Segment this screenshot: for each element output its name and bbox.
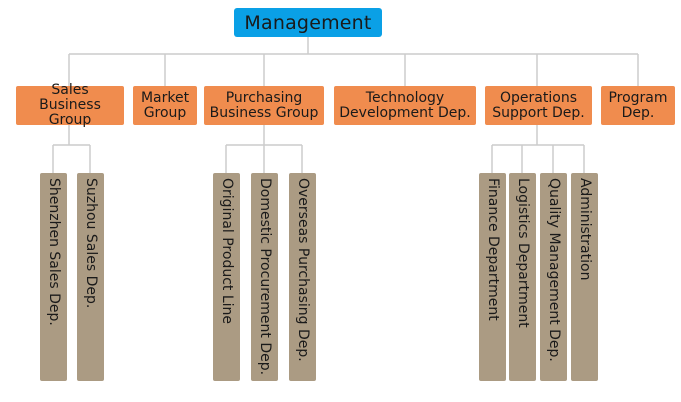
group-operations-support: Operations Support Dep. xyxy=(485,86,592,125)
group-label: Purchasing Business Group xyxy=(209,89,319,121)
dept-label: Administration xyxy=(577,178,593,281)
dept-label: Domestic Procurement Dep. xyxy=(257,178,273,376)
dept-administration: Administration xyxy=(571,173,598,381)
dept-finance: Finance Department xyxy=(479,173,506,381)
dept-shenzhen-sales: Shenzhen Sales Dep. xyxy=(40,173,67,381)
group-purchasing-business: Purchasing Business Group xyxy=(204,86,324,125)
group-technology-development: Technology Development Dep. xyxy=(334,86,476,125)
group-label: Technology Development Dep. xyxy=(339,89,471,121)
group-label: Program Dep. xyxy=(608,89,668,121)
group-label: Sales Business Group xyxy=(39,82,101,128)
dept-domestic-procurement: Domestic Procurement Dep. xyxy=(251,173,278,381)
group-program: Program Dep. xyxy=(601,86,675,125)
dept-original-product-line: Original Product Line xyxy=(213,173,240,381)
dept-label: Shenzhen Sales Dep. xyxy=(46,178,62,326)
dept-label: Original Product Line xyxy=(219,178,235,325)
dept-logistics: Logistics Department xyxy=(509,173,536,381)
group-sales-business: Sales Business Group xyxy=(16,82,124,128)
dept-overseas-purchasing: Overseas Purchasing Dep. xyxy=(289,173,316,381)
management-label: Management xyxy=(244,11,372,34)
dept-label: Quality Management Dep. xyxy=(546,178,562,362)
dept-label: Logistics Department xyxy=(515,178,531,328)
group-label: Market Group xyxy=(140,89,190,121)
group-market: Market Group xyxy=(133,86,197,125)
dept-label: Suzhou Sales Dep. xyxy=(83,178,99,309)
dept-suzhou-sales: Suzhou Sales Dep. xyxy=(77,173,104,381)
group-label: Operations Support Dep. xyxy=(492,89,585,121)
management-box: Management xyxy=(234,8,382,37)
dept-quality-management: Quality Management Dep. xyxy=(540,173,567,381)
dept-label: Overseas Purchasing Dep. xyxy=(295,178,311,362)
dept-label: Finance Department xyxy=(485,178,501,321)
